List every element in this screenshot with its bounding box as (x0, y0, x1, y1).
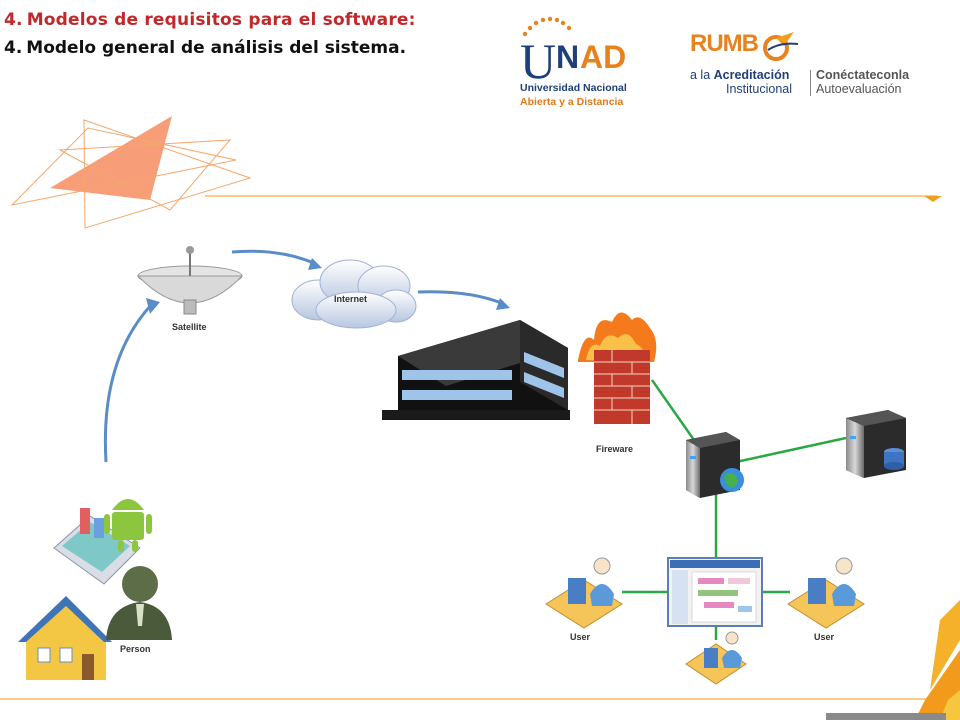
user-right-label: User (814, 632, 835, 642)
satellite-label: Satellite (172, 322, 207, 332)
divider-end-mark (924, 196, 942, 202)
slide-title: 4.Modelos de requisitos para el software… (4, 10, 416, 30)
title-text: Modelos de requisitos para el software: (26, 10, 416, 30)
svg-text:AD: AD (580, 39, 626, 75)
link-server-dbserver (735, 436, 847, 464)
house-icon (18, 596, 112, 680)
user-left-label: User (570, 632, 591, 642)
fireware-label: Fireware (596, 444, 634, 454)
satellite-dish-icon (136, 246, 244, 315)
arrow-satellite-to-internet (231, 249, 317, 266)
database-server-icon (846, 410, 906, 478)
user-workstation-right-icon (787, 557, 865, 629)
rumbo-line1: a la Acreditación (690, 68, 789, 82)
android-icon (104, 499, 152, 552)
slide-subtitle: 4.Modelo general de análisis del sistema… (4, 38, 406, 58)
corner-stripes (915, 600, 960, 720)
svg-text:N: N (556, 39, 579, 75)
subtitle-text: Modelo general de análisis del sistema. (26, 38, 407, 58)
person-cluster-icon (18, 499, 172, 680)
unad-mark-icon: U N AD (520, 16, 626, 82)
arrow-heads (146, 258, 510, 314)
arrow-head-satellite (146, 298, 160, 314)
arrow-internet-to-building (417, 290, 505, 306)
footer-mark (826, 713, 946, 720)
internet-cloud-icon (291, 259, 417, 329)
user-workstation-left-icon (545, 557, 623, 629)
building-icon (382, 320, 570, 420)
title-number: 4. (4, 10, 23, 30)
application-screen-icon (667, 557, 763, 627)
rumbo-logo: RUMB a la Acreditación Institucional Con… (690, 30, 930, 100)
rumbo-compass-icon (763, 32, 799, 61)
rumbo-side2: Autoevaluación (816, 82, 902, 96)
subtitle-number: 4. (4, 38, 23, 58)
flow-arrows (103, 249, 505, 463)
svg-text:U: U (520, 33, 556, 82)
rumbo-line2: Institucional (726, 82, 793, 96)
person-label: Person (120, 644, 151, 654)
arrow-head-internet (308, 258, 322, 270)
rumbo-side1: Conéctateconla (816, 68, 910, 82)
unad-name-line1: Universidad Nacional (520, 82, 627, 94)
network-links (622, 379, 847, 640)
arrow-person-to-satellite (103, 302, 154, 463)
firewall-icon (578, 312, 657, 424)
rumbo-word: RUMB (690, 30, 759, 57)
server-icon (686, 432, 744, 498)
unad-logo: U N AD Universidad Nacional Abierta y a … (516, 16, 644, 110)
link-firewall-server (650, 379, 696, 441)
mobile-device-icon (53, 508, 141, 585)
rumbo-accreditation: Acreditación (713, 68, 790, 82)
internet-label: Internet (334, 294, 368, 304)
user-workstation-bottom-icon (685, 631, 747, 685)
rumbo-separator (810, 70, 811, 96)
decorative-triangles (10, 116, 252, 229)
person-icon (106, 566, 172, 640)
rumbo-prefix: a la (690, 68, 711, 82)
arrow-head-building (496, 298, 510, 310)
unad-name-line2: Abierta y a Distancia (520, 96, 624, 108)
